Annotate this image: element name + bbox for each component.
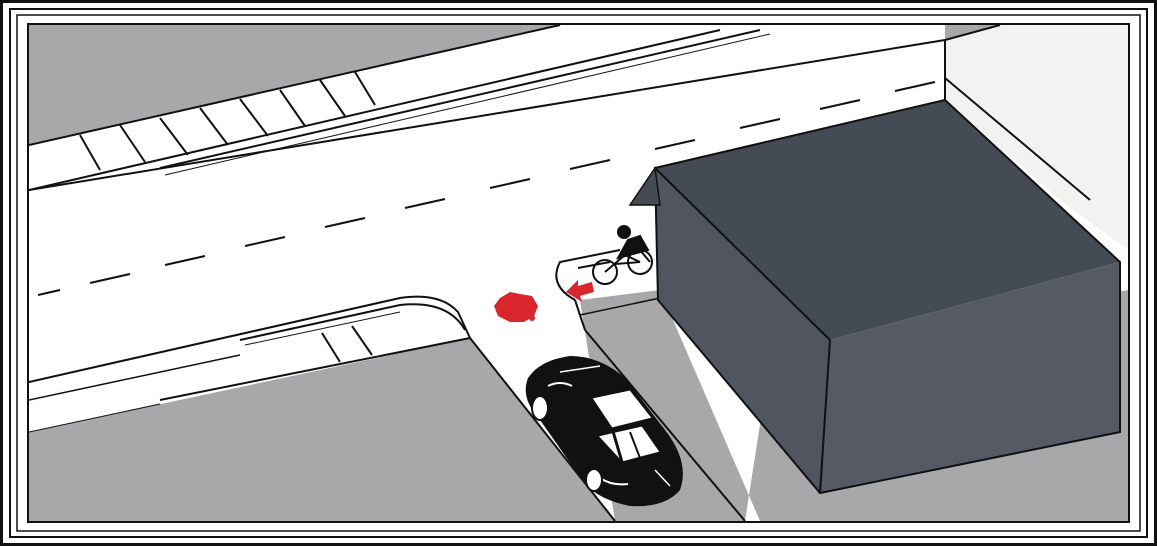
- car-rear-left-wheel: [586, 469, 602, 491]
- rider-head: [618, 226, 630, 238]
- car-front-left-wheel: [532, 396, 548, 420]
